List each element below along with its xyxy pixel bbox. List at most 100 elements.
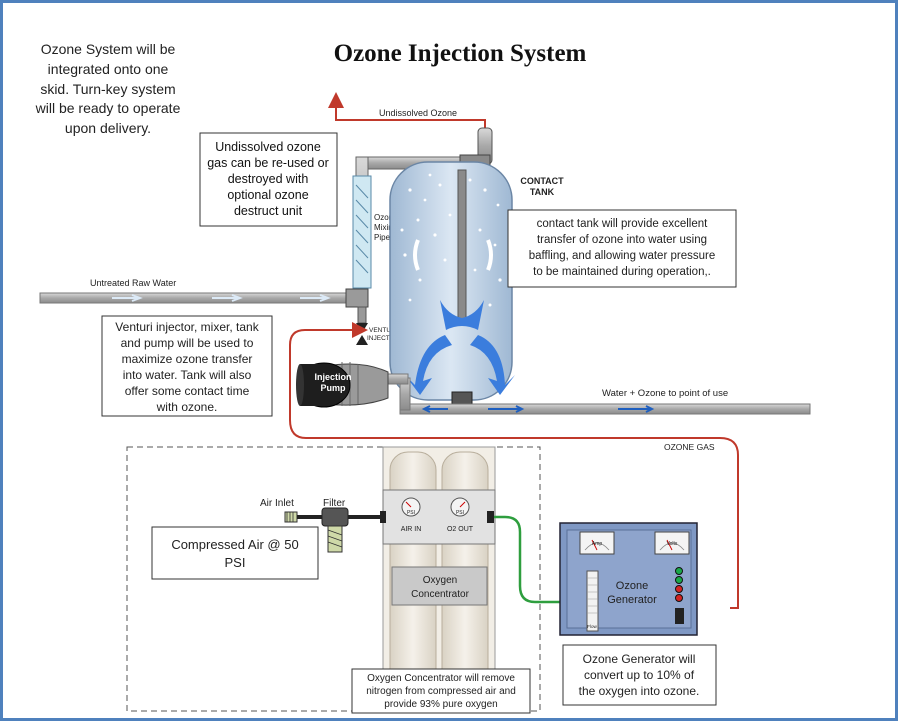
air-in-label: AIR IN — [401, 526, 422, 533]
undissolved-note-line: optional ozone — [227, 188, 308, 202]
undissolved-note-line: destruct unit — [234, 204, 303, 218]
flow-arrow — [421, 405, 448, 413]
ozone-generator — [559, 522, 698, 636]
venturi-label-line: VENTURI — [369, 327, 398, 334]
mixing-pipe-label-line: Ozone — [374, 213, 398, 222]
skid-note-line: skid. Turn-key system — [40, 81, 175, 97]
concentrator-note-box — [351, 668, 531, 714]
skid-note-line: integrated onto one — [48, 61, 169, 77]
filter-body — [321, 507, 349, 527]
concentrator-note-line: Oxygen Concentrator will remove — [367, 673, 515, 684]
tank-flow-arrow — [405, 335, 452, 395]
contact-tank-note-box — [507, 209, 737, 288]
generator-note-line: convert up to 10% of — [584, 668, 695, 682]
undissolved-note-line: gas can be re-used or — [207, 156, 329, 170]
contact-tank-label-line: TANK — [530, 187, 555, 197]
injection-pump-label-line: Pump — [320, 383, 346, 393]
venturi-note: Venturi injector, mixer, tank and pump w… — [115, 320, 259, 414]
venturi-label-line: INJECTOR — [367, 335, 400, 342]
mixing-pipe — [352, 175, 372, 289]
mixing-pipe-label: Ozone Mixing Pipe — [374, 213, 398, 242]
undissolved-note-line: Undissolved ozone — [215, 140, 321, 154]
undissolved-note-box — [199, 132, 338, 227]
undissolved-note-line: destroyed with — [228, 172, 309, 186]
mixing-pipe-baffles — [355, 184, 369, 274]
flow-arrow — [300, 294, 331, 302]
generator-note-box — [562, 644, 717, 706]
flow-arrow — [618, 405, 655, 413]
o2-out-label: O2 OUT — [447, 526, 474, 533]
skid-note-line: upon delivery. — [65, 120, 151, 136]
mixing-pipe-label-line: Mixing — [374, 223, 397, 232]
venturi-injector-icon — [356, 335, 368, 345]
flow-meter-label: Flow — [587, 624, 597, 629]
amp-meter-label: Amp — [592, 541, 603, 547]
concentrator-note: Oxygen Concentrator will remove nitrogen… — [366, 673, 516, 710]
oxygen-line — [494, 515, 560, 604]
injection-pump — [296, 362, 389, 408]
vent-line — [328, 92, 486, 128]
venturi-note-box — [101, 315, 273, 417]
skid-note-line: will be ready to operate — [35, 100, 181, 116]
ozone-gas-label: OZONE GAS — [664, 442, 715, 452]
compressed-air-box — [151, 526, 319, 580]
filter-bowl — [327, 525, 343, 553]
skid-boundary — [126, 446, 541, 712]
contact-tank-note-line: transfer of ozone into water using — [537, 234, 707, 246]
venturi-injector-icon — [356, 323, 368, 333]
skid-note: Ozone System will be integrated onto one… — [35, 41, 181, 136]
psi-gauge-label: PSI — [456, 510, 464, 516]
volts-meter-label: Volts — [667, 541, 678, 547]
skid-note-line: Ozone System will be — [41, 41, 176, 57]
generator-label: Ozone Generator — [607, 580, 657, 606]
page-title: Ozone Injection System — [334, 40, 587, 67]
venturi-note-line: into water. Tank will also — [123, 368, 252, 382]
contact-tank — [389, 161, 515, 413]
venturi-note-line: offer some contact time — [125, 384, 250, 398]
flow-arrow — [488, 405, 525, 413]
generator-note-line: Ozone Generator will — [583, 652, 696, 666]
concentrator-label-line: Concentrator — [411, 589, 469, 600]
concentrator-note-line: nitrogen from compressed air and — [366, 686, 516, 697]
generator-label-line: Generator — [607, 594, 657, 606]
generator-note-line: the oxygen into ozone. — [579, 684, 700, 698]
concentrator-note-line: provide 93% pure oxygen — [384, 699, 497, 710]
tank-flow-arrow — [470, 335, 515, 395]
undissolved-note: Undissolved ozone gas can be re-used or … — [207, 140, 329, 218]
mixing-pipe-label-line: Pipe — [374, 233, 391, 242]
water-out-label: Water + Ozone to point of use — [602, 388, 728, 399]
venturi-note-line: Venturi injector, mixer, tank — [115, 320, 259, 334]
air-in-fitting — [380, 511, 386, 523]
tee-fitting — [345, 288, 369, 308]
tank-bubbles — [400, 173, 502, 307]
injection-pump-label: Injection Pump — [314, 372, 351, 393]
compressed-air-line: Compressed Air @ 50 — [171, 537, 298, 552]
ozone-gas-line — [289, 322, 739, 609]
o2-out-fitting — [487, 511, 494, 523]
oxygen-concentrator — [382, 446, 496, 698]
contact-tank-note-line: contact tank will provide excellent — [537, 218, 708, 230]
contact-tank-note-line: baffling, and allowing water pressure — [529, 250, 715, 262]
contact-tank-note: contact tank will provide excellent tran… — [529, 218, 715, 278]
venturi-note-line: with ozone. — [156, 400, 218, 414]
tank-downtube — [457, 169, 467, 321]
generator-note: Ozone Generator will convert up to 10% o… — [579, 652, 700, 698]
ozone-system-diagram: Ozone Injection System Ozone System will… — [35, 40, 811, 714]
tank-flow-arrow — [440, 300, 484, 330]
flow-arrow — [112, 294, 143, 302]
filter-label: Filter — [323, 498, 346, 509]
generator-label-line: Ozone — [616, 580, 648, 592]
contact-tank-note-line: to be maintained during operation,. — [533, 266, 711, 278]
contact-tank-label: CONTACT TANK — [520, 176, 564, 197]
contact-tank-label-line: CONTACT — [520, 176, 564, 186]
venturi-label: VENTURI INJECTOR — [367, 327, 400, 342]
compressed-air-note: Compressed Air @ 50 PSI — [171, 537, 298, 570]
air-inlet-label: Air Inlet — [260, 498, 294, 509]
concentrator-label-line: Oxygen — [423, 575, 457, 586]
injection-pump-label-line: Injection — [314, 372, 351, 382]
venturi-note-line: maximize ozone transfer — [122, 352, 253, 366]
psi-gauge-label: PSI — [407, 510, 415, 516]
undissolved-ozone-label: Undissolved Ozone — [379, 108, 457, 118]
concentrator-label: Oxygen Concentrator — [411, 575, 469, 600]
